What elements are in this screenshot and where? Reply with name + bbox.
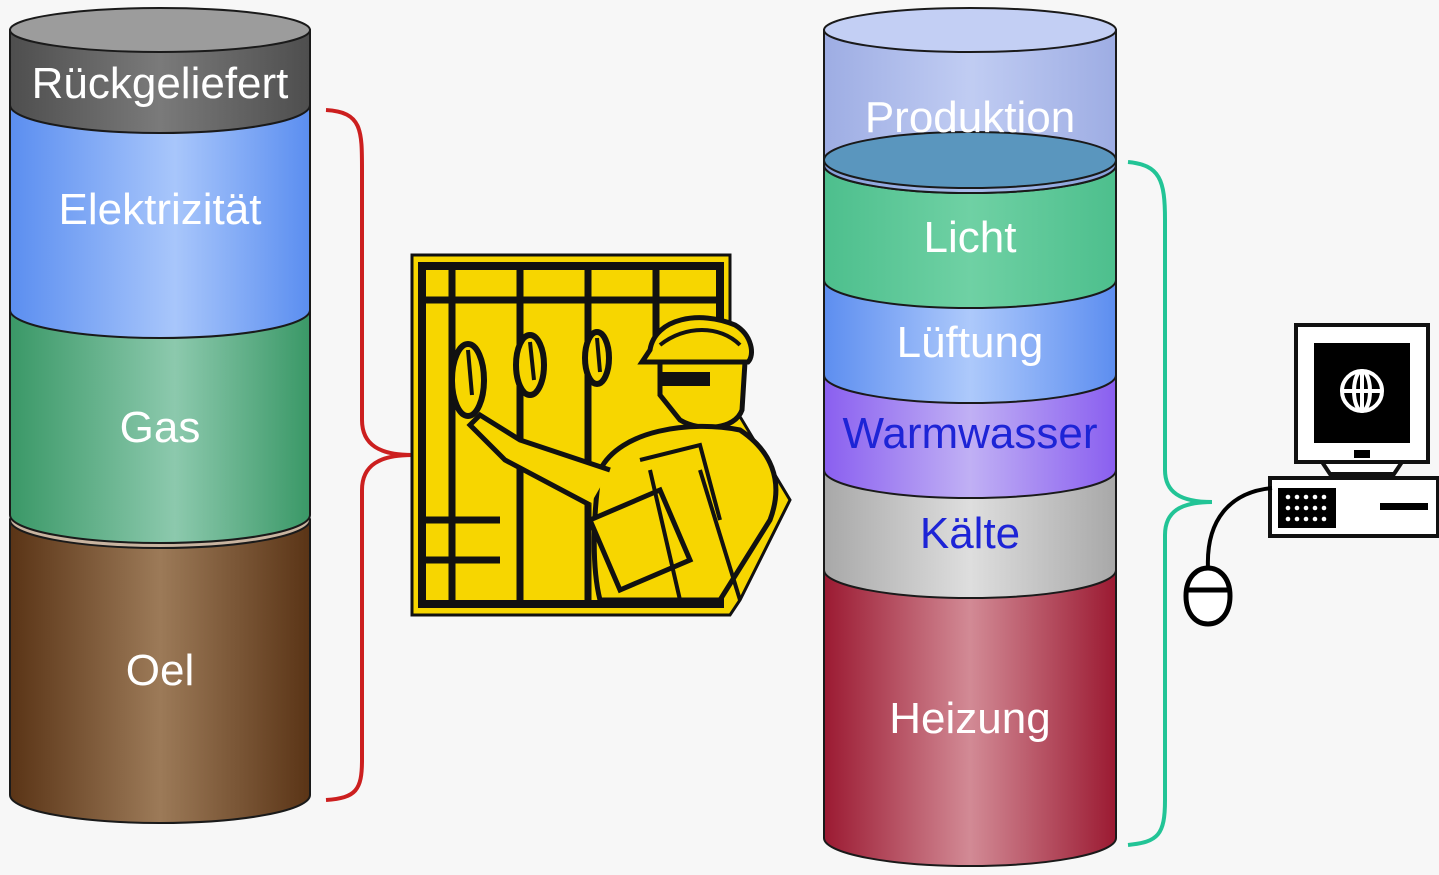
segment-kaelte (823, 469, 1117, 599)
technician-reading-meters-icon (410, 253, 792, 617)
segment-elektrizitaet (9, 104, 311, 339)
label-produktion: Produktion (865, 93, 1075, 142)
label-kaelte: Kälte (920, 509, 1020, 558)
label-rueckgeliefert: Rückgeliefert (32, 59, 289, 108)
computer-with-globe-icon (1183, 323, 1439, 627)
segment-lueftung (823, 279, 1117, 404)
label-warmwasser: Warmwasser (842, 409, 1097, 458)
left-curly-bracket (325, 108, 413, 802)
supply-cylinder (9, 7, 311, 824)
label-lueftung: Lüftung (897, 318, 1044, 367)
segment-rueckgeliefert (9, 7, 311, 134)
demand-cylinder (823, 7, 1117, 867)
label-licht: Licht (924, 213, 1017, 262)
label-gas: Gas (120, 403, 201, 452)
segment-gas (9, 309, 311, 544)
segment-heizung (823, 569, 1117, 867)
right-curly-bracket (1127, 160, 1213, 847)
label-oel: Oel (126, 646, 194, 695)
label-elektrizitaet: Elektrizität (59, 185, 262, 234)
segment-produktion (823, 7, 1117, 194)
label-heizung: Heizung (889, 694, 1050, 743)
segment-warmwasser (823, 374, 1117, 499)
